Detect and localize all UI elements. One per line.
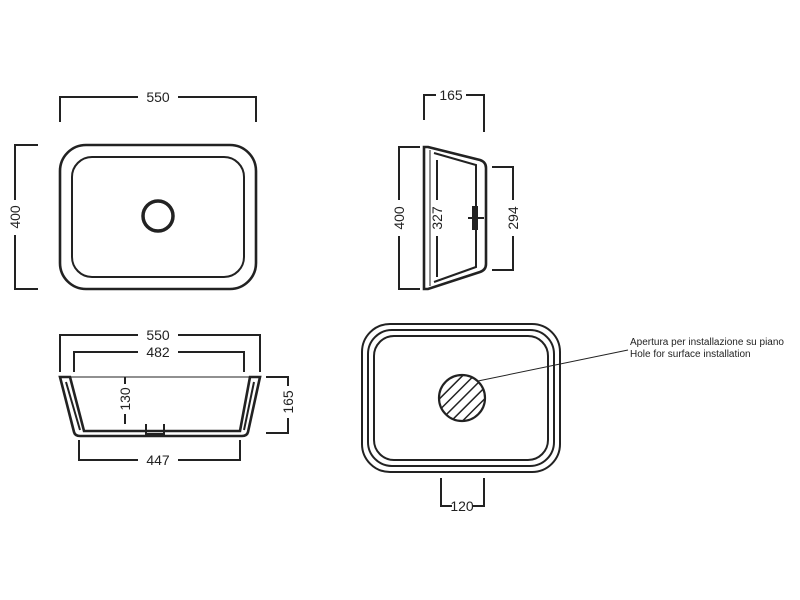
installation-view: Apertura per installazione su piano Hole…: [361, 323, 784, 514]
drain-icon: [141, 199, 175, 233]
front-outer-width-label: 550: [146, 327, 170, 343]
front-view-outline: [58, 375, 262, 438]
side-view: 165 400 327 294: [391, 87, 521, 291]
front-inner-width-dimension: 482: [73, 344, 245, 372]
front-bowl-depth-dimension: 130: [117, 377, 133, 424]
installation-outer-rim: [361, 323, 561, 473]
surface-hole-icon: [437, 373, 487, 423]
side-bottom-depth-dimension: 294: [492, 166, 521, 271]
front-inner-width-label: 482: [146, 344, 170, 360]
front-bottom-width-label: 447: [146, 452, 170, 468]
note-italian: Apertura per installazione su piano: [630, 337, 784, 348]
top-depth-dimension: 400: [7, 144, 38, 290]
side-inner-depth-label: 327: [429, 206, 445, 230]
side-height-dimension: 165: [423, 87, 485, 132]
hole-diameter-dimension: 120: [440, 478, 485, 514]
side-bottom-depth-label: 294: [505, 206, 521, 230]
front-bowl-depth-label: 130: [117, 387, 133, 411]
side-height-label: 165: [439, 87, 463, 103]
side-outer-depth-dimension: 400: [391, 146, 420, 290]
side-outer-depth-label: 400: [391, 206, 407, 230]
side-inner-depth-dimension: 327: [429, 160, 445, 277]
top-view-outer-rim: [58, 143, 258, 291]
side-view-outline: [422, 145, 488, 291]
top-width-label: 550: [146, 89, 170, 105]
top-width-dimension: 550: [59, 89, 257, 122]
top-view-inner-bowl: [71, 156, 245, 278]
front-height-dimension: 165: [266, 376, 296, 434]
note-english: Hole for surface installation: [630, 349, 751, 360]
front-outer-width-dimension: 550: [59, 327, 261, 372]
front-view: 550 482 130 165 447: [58, 327, 296, 468]
top-depth-label: 400: [7, 205, 23, 229]
front-drain-icon: [145, 424, 165, 435]
front-bottom-width-dimension: 447: [78, 440, 241, 468]
note-leader-line: [477, 349, 629, 382]
hole-diameter-label: 120: [450, 498, 474, 514]
top-view: 550 400: [7, 89, 258, 291]
front-height-label: 165: [280, 390, 296, 414]
